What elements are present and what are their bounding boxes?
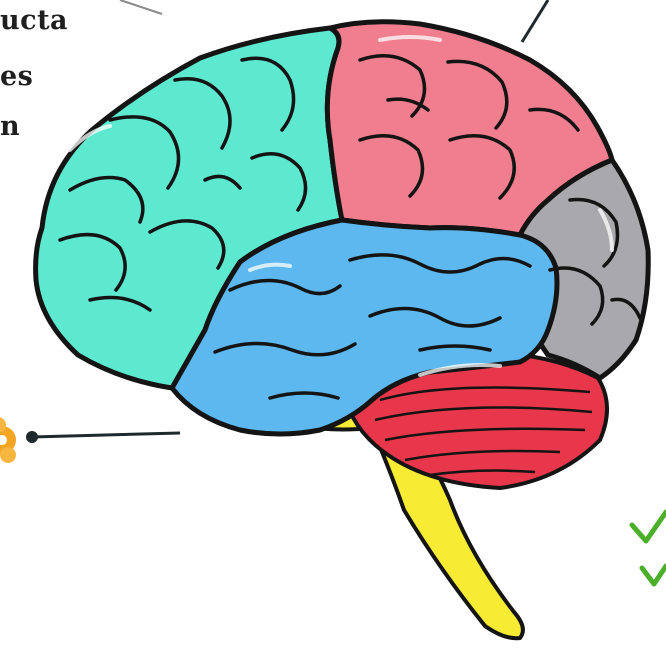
leader-dot	[26, 431, 38, 443]
flower-icon	[0, 417, 16, 463]
leader-line-left	[32, 433, 180, 437]
leader-line-top-left	[120, 0, 162, 14]
checkmark-icon	[632, 512, 666, 541]
checkmark-icon	[642, 566, 666, 584]
leader-line-top-right	[522, 0, 548, 42]
